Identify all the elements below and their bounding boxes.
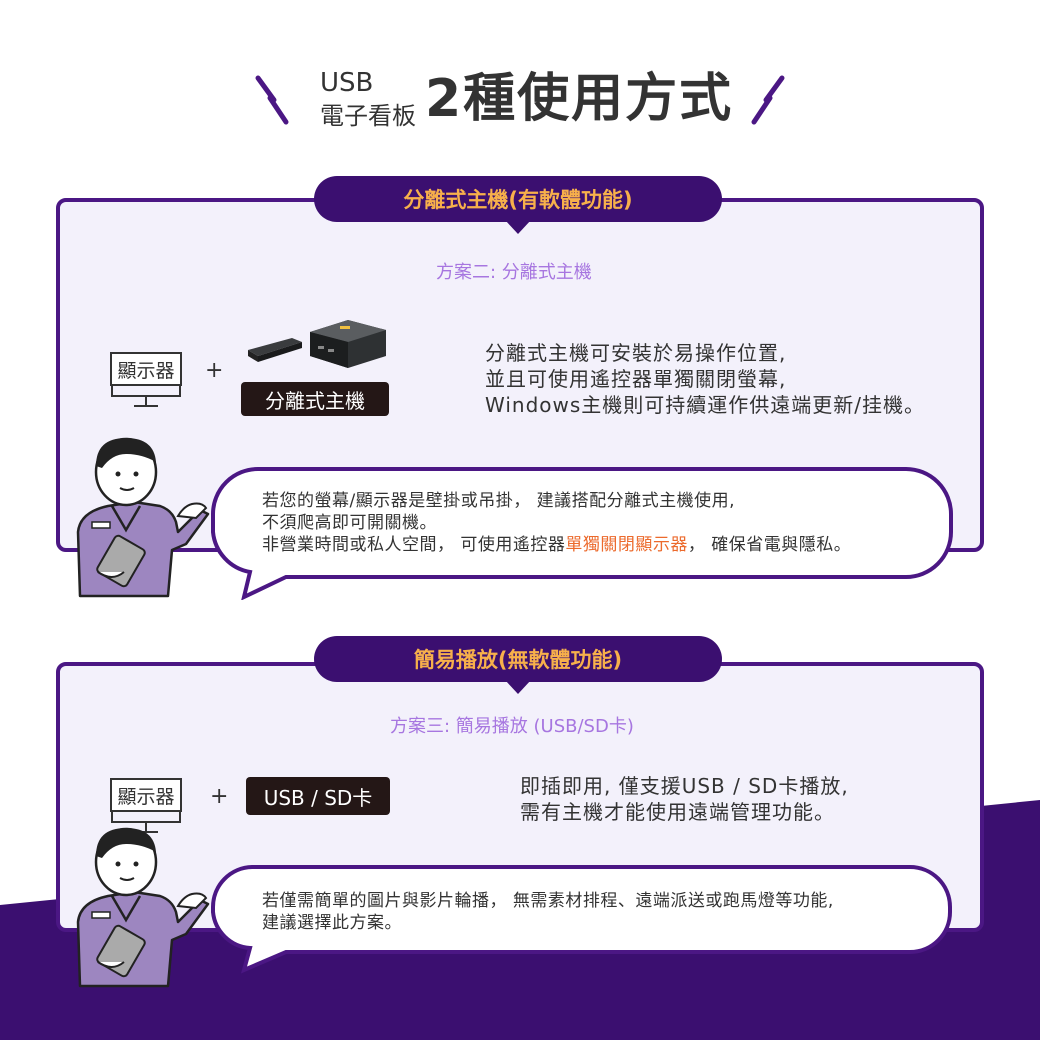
display-label: 顯示器 xyxy=(110,352,182,386)
speech-bubble xyxy=(211,865,952,974)
presenter-illustration xyxy=(76,827,210,988)
section2-subtitle: 方案三: 簡易播放 (USB/SD卡) xyxy=(390,716,634,737)
section2-description: 即插即用, 僅支援USB / SD卡播放, 需有主機才能使用遠端管理功能。 xyxy=(520,774,849,824)
mini-pc-image xyxy=(248,320,386,368)
section1-bubble-text: 若您的螢幕/顯示器是壁掛或吊掛， 建議搭配分離式主機使用, 不須爬高即可開關機。… xyxy=(262,491,852,555)
device-tag-usb-sd: USB / SD卡 xyxy=(246,777,390,815)
section2-bubble-text: 若僅需簡單的圖片與影片輪播， 無需素材排程、遠端派送或跑馬燈等功能, 建議選擇此… xyxy=(262,891,834,933)
header-signage: 電子看板 xyxy=(320,102,416,130)
slash-icon xyxy=(751,75,785,125)
pill-arrow xyxy=(505,680,531,694)
pill-standalone-host: 分離式主機(有軟體功能) xyxy=(314,176,722,222)
monitor-icon xyxy=(111,385,181,407)
speech-bubble xyxy=(211,467,953,600)
pill-arrow xyxy=(505,220,531,234)
header-usb: USB xyxy=(320,68,374,98)
slash-icon xyxy=(255,75,289,125)
plus-sign: + xyxy=(205,358,224,383)
pill-simple-playback: 簡易播放(無軟體功能) xyxy=(314,636,722,682)
plus-sign: + xyxy=(210,784,229,809)
section1-description: 分離式主機可安裝於易操作位置, 並且可使用遙控器單獨關閉螢幕, Windows主… xyxy=(485,341,926,417)
presenter-illustration xyxy=(76,437,210,598)
highlight-text: 單獨關閉顯示器 xyxy=(565,535,688,555)
page-title: 2種使用方式 xyxy=(425,69,734,129)
device-tag-standalone-host: 分離式主機 xyxy=(241,382,389,416)
section1-subtitle: 方案二: 分離式主機 xyxy=(436,262,592,283)
display-label: 顯示器 xyxy=(110,778,182,812)
